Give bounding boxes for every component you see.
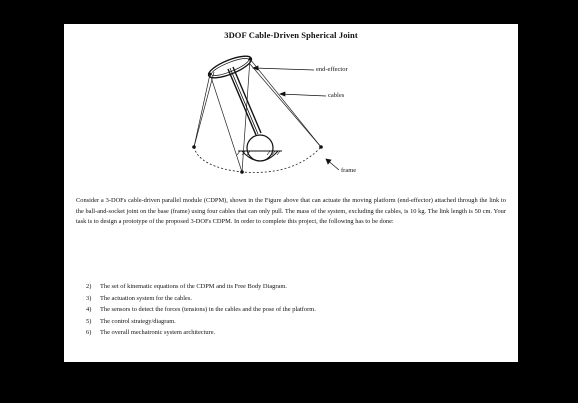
end-effector-platform — [207, 55, 253, 79]
list-item: 3)The actuation system for the cables. — [86, 294, 192, 302]
ball-socket-joint — [236, 134, 282, 162]
task-list: 2)The set of kinematic equations of the … — [86, 281, 506, 339]
label-arrows — [252, 65, 340, 171]
list-item: 2)The set of kinematic equations of the … — [86, 283, 287, 290]
list-item: 5)The control strategy/diagram. — [86, 317, 176, 325]
label-cables: cables — [328, 92, 345, 99]
frame-base — [192, 57, 323, 174]
problem-paragraph: Consider a 3-DOFs cable-driven parallel … — [76, 197, 506, 226]
cdpm-figure — [192, 55, 340, 174]
label-frame: frame — [341, 167, 357, 174]
link — [227, 66, 262, 136]
list-item: 4)The sensors to detect the forces (tens… — [86, 306, 316, 313]
list-item: 6)The overall mechatronic system archite… — [86, 329, 216, 336]
document-title: 3DOF Cable-Driven Spherical Joint — [224, 30, 358, 40]
label-end-effector: end-effector — [316, 66, 348, 73]
document-page: 3DOF Cable-Driven Spherical Joint — [64, 24, 518, 362]
